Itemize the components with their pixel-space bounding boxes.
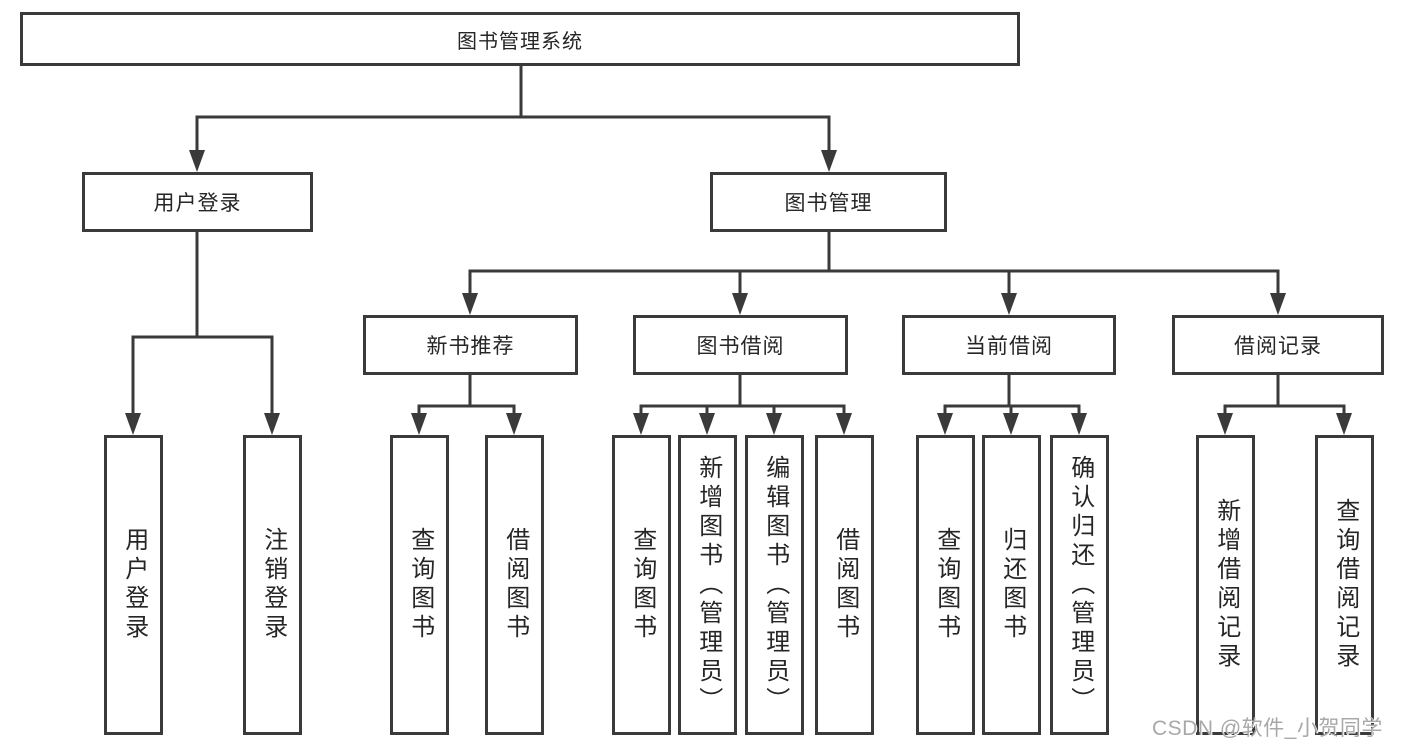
connector-root-to-branches <box>189 66 837 172</box>
leaf-newbook-query-books: 查询图书 <box>390 435 449 735</box>
node-borrow-records: 借阅记录 <box>1172 315 1384 375</box>
connector-borrow-records-to-leaves <box>1217 375 1352 435</box>
leaf-borrow-borrow-books: 借阅图书 <box>815 435 874 735</box>
leaf-borrow-query-books: 查询图书 <box>612 435 671 735</box>
leaf-records-add-record: 新增借阅记录 <box>1196 435 1255 735</box>
node-library-system: 图书管理系统 <box>20 12 1020 66</box>
node-new-book-recommend: 新书推荐 <box>363 315 578 375</box>
leaf-current-confirm-return-admin: 确认归还（管理员） <box>1050 435 1109 735</box>
leaf-current-return-books: 归还图书 <box>982 435 1041 735</box>
leaf-newbook-borrow-books: 借阅图书 <box>485 435 544 735</box>
node-current-borrow: 当前借阅 <box>902 315 1116 375</box>
leaf-user-login: 用户登录 <box>104 435 163 735</box>
connector-book-borrow-to-leaves <box>633 375 852 435</box>
connector-new-book-to-leaves <box>411 375 522 435</box>
connector-book-management-to-modules <box>462 232 1286 315</box>
connector-current-borrow-to-leaves <box>937 375 1087 435</box>
leaf-borrow-edit-books-admin: 编辑图书（管理员） <box>745 435 804 735</box>
leaf-logout: 注销登录 <box>243 435 302 735</box>
node-book-management: 图书管理 <box>710 172 947 232</box>
node-user-login: 用户登录 <box>82 172 313 232</box>
leaf-current-query-books: 查询图书 <box>916 435 975 735</box>
connector-user-login-to-leaves <box>125 232 280 435</box>
csdn-watermark: CSDN @软件_小贺同学 <box>1152 717 1383 740</box>
leaf-borrow-add-books-admin: 新增图书（管理员） <box>678 435 737 735</box>
node-book-borrow: 图书借阅 <box>633 315 848 375</box>
leaf-records-query-record: 查询借阅记录 <box>1315 435 1374 735</box>
